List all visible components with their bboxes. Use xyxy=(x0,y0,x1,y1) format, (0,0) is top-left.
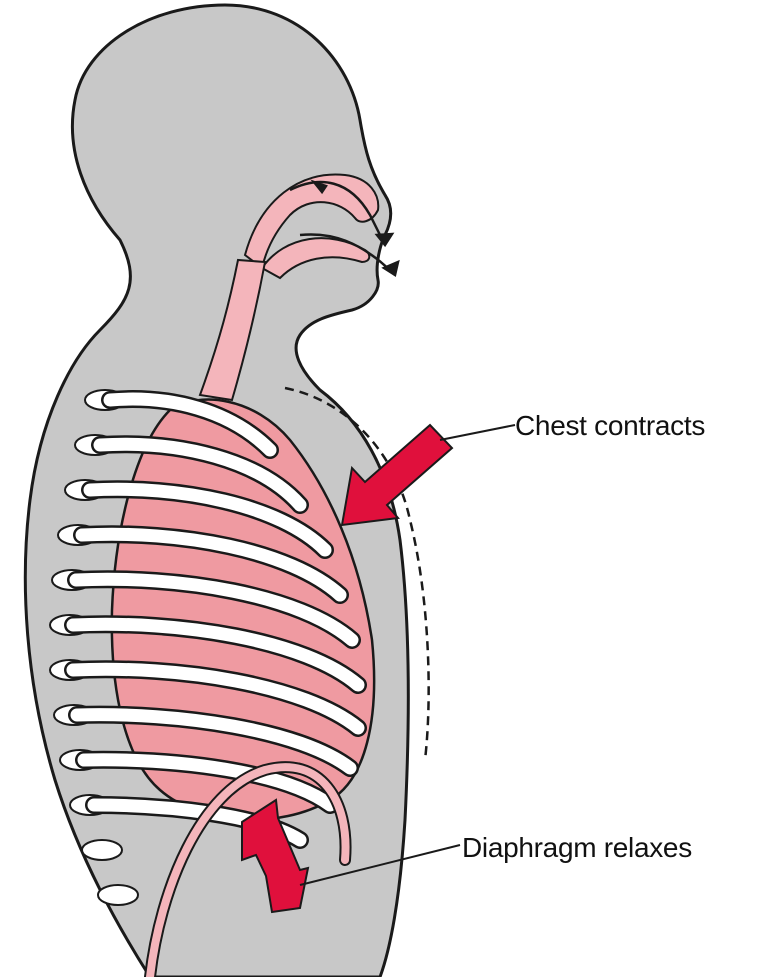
diaphragm-relaxes-label: Diaphragm relaxes xyxy=(462,832,692,864)
chest-contracts-label: Chest contracts xyxy=(515,410,705,442)
chest-leader-line xyxy=(440,425,515,440)
